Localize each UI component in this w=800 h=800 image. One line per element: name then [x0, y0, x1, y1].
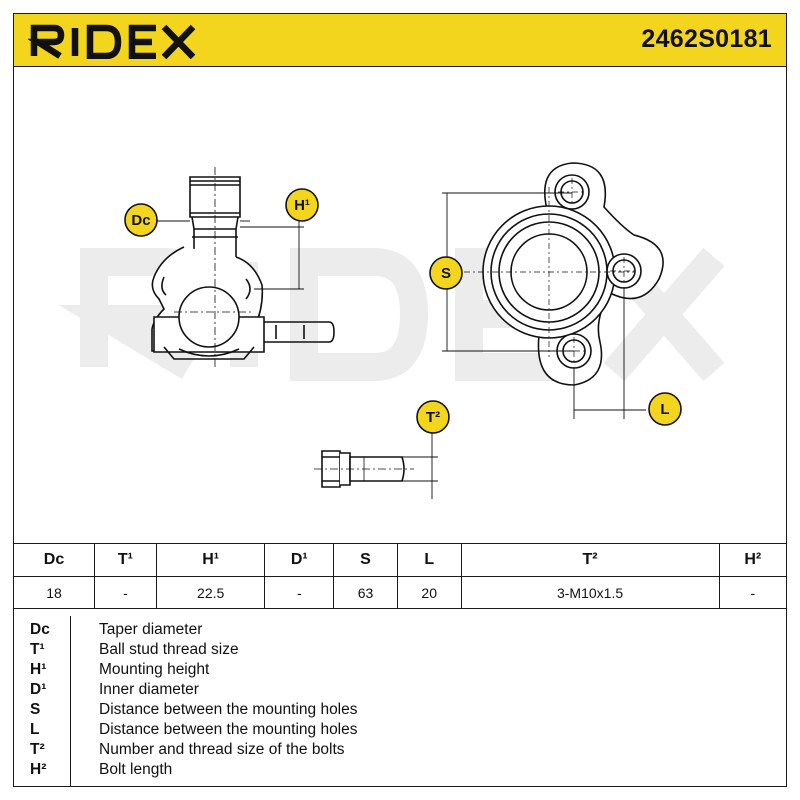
h1-dimension — [240, 217, 304, 290]
legend-item: D¹ Inner diameter — [14, 680, 786, 700]
legend-desc: Bolt length — [99, 761, 173, 778]
legend-desc: Distance between the mounting holes — [99, 701, 358, 718]
spec-header: Dc — [14, 543, 95, 577]
ridex-logo — [28, 24, 196, 59]
spec-header-row: Dc T¹ H¹ D¹ S L T² H² — [14, 543, 786, 577]
legend-item: L Distance between the mounting holes — [14, 720, 786, 740]
ball-joint-side-view — [151, 167, 335, 367]
legend-code: S — [30, 701, 41, 718]
spec-value: 20 — [396, 576, 462, 609]
spec-value: 3-M10x1.5 — [460, 576, 720, 609]
l-callout: L — [648, 392, 682, 426]
legend-item: Dc Taper diameter — [14, 620, 786, 640]
legend-code: T¹ — [30, 641, 45, 658]
spec-value: - — [718, 576, 786, 609]
svg-text:H¹: H¹ — [294, 197, 310, 214]
legend-desc: Number and thread size of the bolts — [99, 741, 345, 758]
svg-text:L: L — [660, 401, 669, 418]
legend-desc: Mounting height — [99, 661, 210, 678]
s-callout: S — [429, 256, 463, 290]
legend-item: S Distance between the mounting holes — [14, 700, 786, 720]
spec-value: - — [94, 576, 157, 609]
dc-callout: Dc — [124, 203, 158, 237]
spec-header: H¹ — [155, 543, 266, 577]
spec-header: L — [396, 543, 462, 577]
spec-value-row: 18 - 22.5 - 63 20 3-M10x1.5 - — [14, 576, 786, 609]
legend-code: D¹ — [30, 681, 47, 698]
bolt-drawing — [314, 450, 414, 488]
legend-desc: Inner diameter — [99, 681, 199, 698]
legend-item: T² Number and thread size of the bolts — [14, 740, 786, 760]
t2-callout: T² — [416, 400, 450, 434]
h1-callout: H¹ — [285, 188, 319, 222]
legend-code: Dc — [30, 621, 50, 638]
svg-text:Dc: Dc — [131, 212, 150, 229]
legend-item: T¹ Ball stud thread size — [14, 640, 786, 660]
legend-divider — [70, 616, 71, 786]
spec-value: 63 — [333, 576, 398, 609]
spec-value: 18 — [14, 576, 95, 609]
legend-code: L — [30, 721, 40, 738]
spec-header: H² — [718, 543, 786, 577]
spec-value: 22.5 — [155, 576, 266, 609]
spec-header: T¹ — [94, 543, 157, 577]
legend-desc: Taper diameter — [99, 621, 203, 638]
product-sheet: 2462S0181 — [13, 13, 787, 787]
legend-code: H² — [30, 761, 47, 778]
technical-drawing: Dc H¹ — [58, 162, 725, 499]
header-bar: 2462S0181 — [14, 14, 786, 67]
spec-header: T² — [460, 543, 720, 577]
t2-dimension — [402, 429, 438, 499]
svg-text:T²: T² — [426, 409, 440, 426]
spec-header: D¹ — [264, 543, 335, 577]
legend-desc: Ball stud thread size — [99, 641, 239, 658]
legend-item: H¹ Mounting height — [14, 660, 786, 680]
spec-table: Dc T¹ H¹ D¹ S L T² H² 18 - 22.5 - 63 20 … — [14, 543, 786, 609]
part-number: 2462S0181 — [641, 25, 772, 53]
legend-item: H² Bolt length — [14, 760, 786, 780]
spec-value: - — [264, 576, 335, 609]
l-dimension — [573, 287, 646, 419]
spec-header: S — [333, 543, 398, 577]
legend: Dc Taper diameter T¹ Ball stud thread si… — [14, 616, 786, 786]
legend-code: T² — [30, 741, 45, 758]
legend-desc: Distance between the mounting holes — [99, 721, 358, 738]
legend-code: H¹ — [30, 661, 47, 678]
svg-text:S: S — [441, 265, 451, 282]
